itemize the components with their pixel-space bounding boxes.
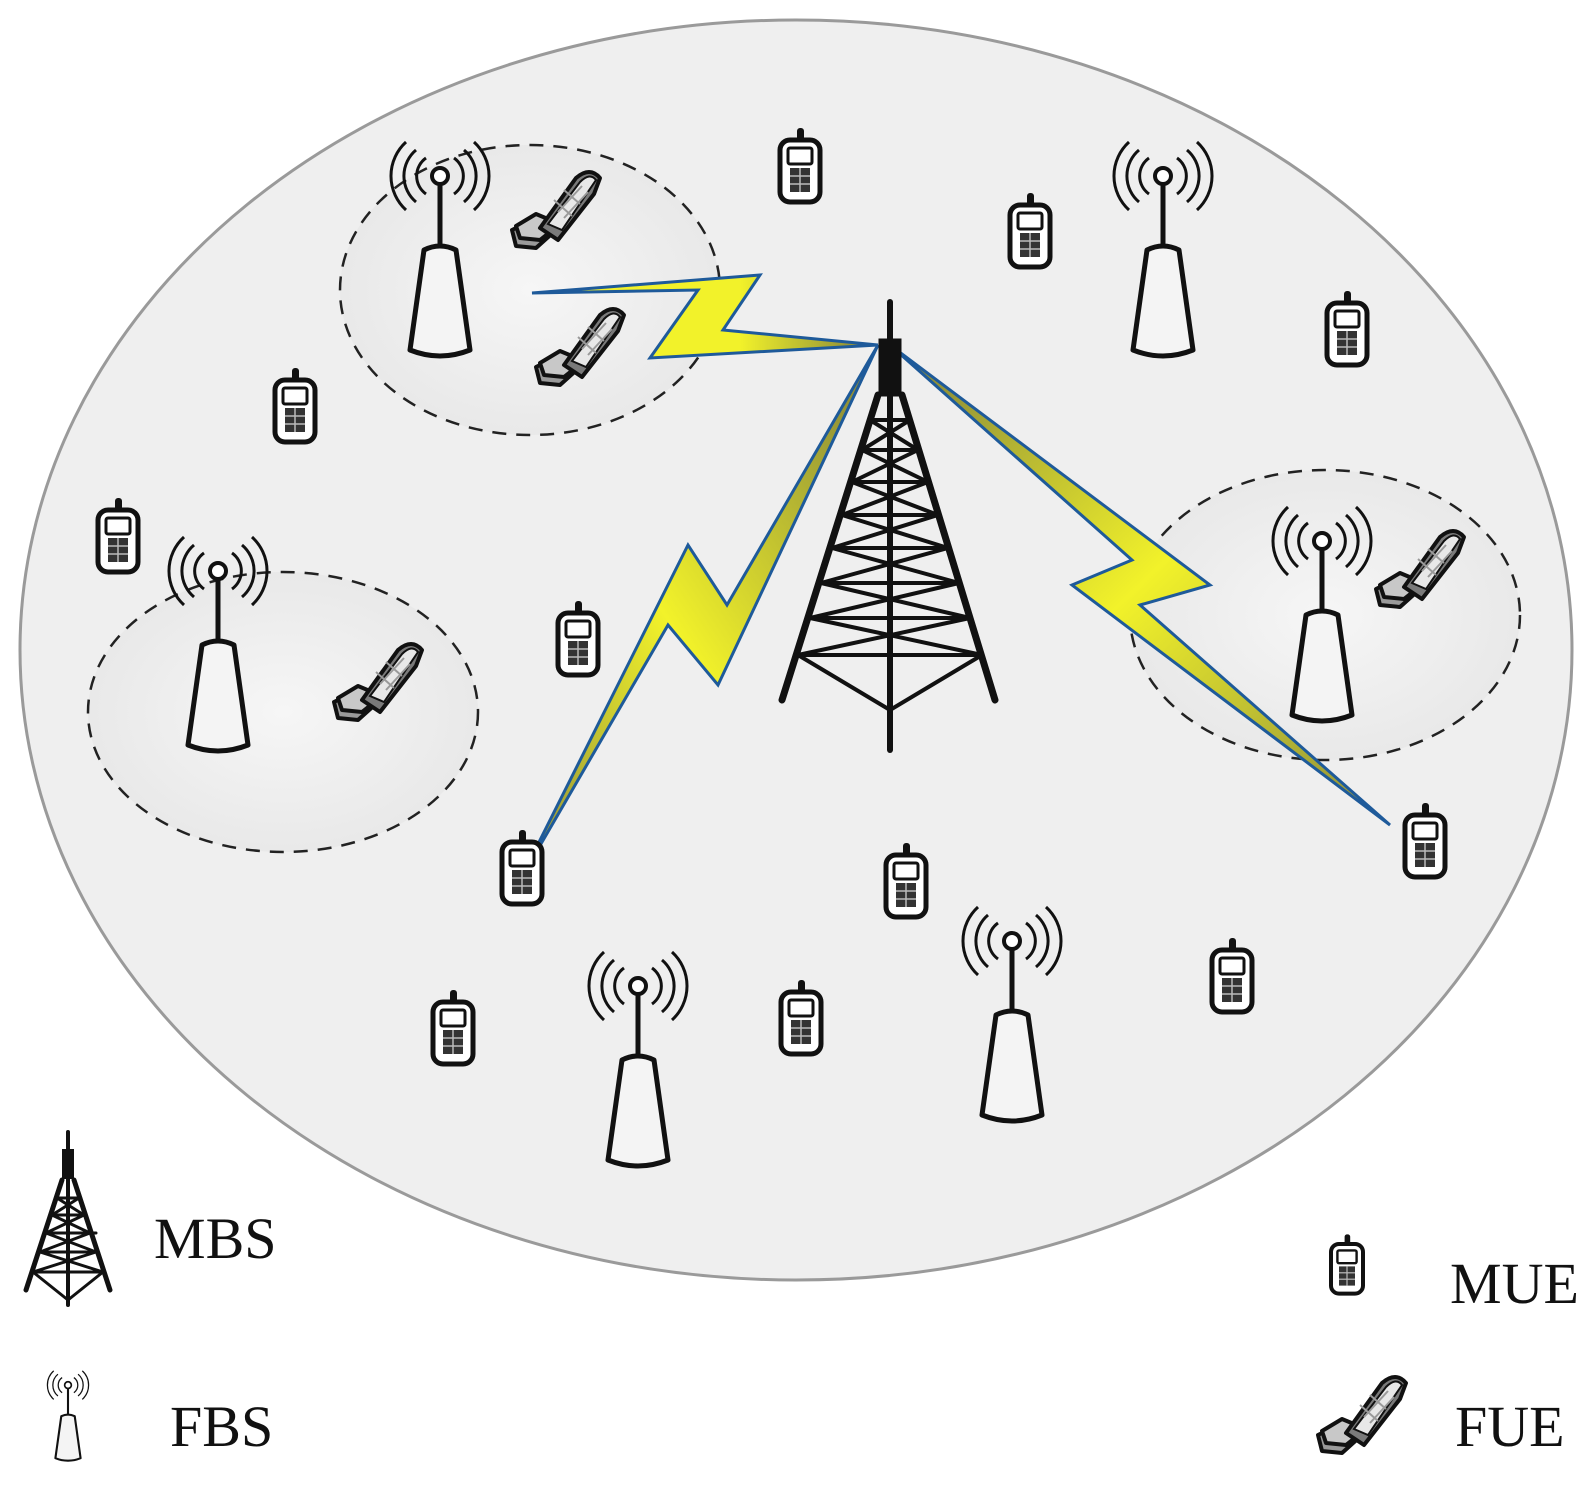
interference-link-to-mue-right: [889, 343, 1391, 827]
macro-phone-icon: [1331, 1234, 1363, 1293]
mue-12: [781, 980, 821, 1054]
mue-11: [433, 990, 473, 1064]
legend-label-fbs: FBS: [170, 1394, 274, 1459]
mue-10: [1212, 938, 1252, 1012]
mue-8: [886, 843, 926, 917]
mue-9: [1405, 803, 1445, 877]
mue-6: [558, 601, 598, 675]
macro-tower-icon: [23, 1130, 113, 1307]
femto-cell-coverage-left: [86, 570, 480, 854]
macro-base-station-tower: [778, 299, 999, 753]
interference-link-to-fbs: [531, 273, 879, 360]
mue-7: [502, 830, 542, 904]
mue-2: [1010, 193, 1050, 267]
mue-4: [275, 368, 315, 442]
mue-5: [98, 498, 138, 572]
mue-3: [1327, 291, 1367, 365]
mue-1: [780, 128, 820, 202]
femto-base-station-icon: [46, 1369, 90, 1462]
legend-label-mbs: MBS: [154, 1206, 277, 1271]
legend-label-mue: MUE: [1450, 1251, 1579, 1316]
legend-label-fue: FUE: [1455, 1394, 1565, 1459]
flip-phone-icon: [1316, 1375, 1408, 1455]
